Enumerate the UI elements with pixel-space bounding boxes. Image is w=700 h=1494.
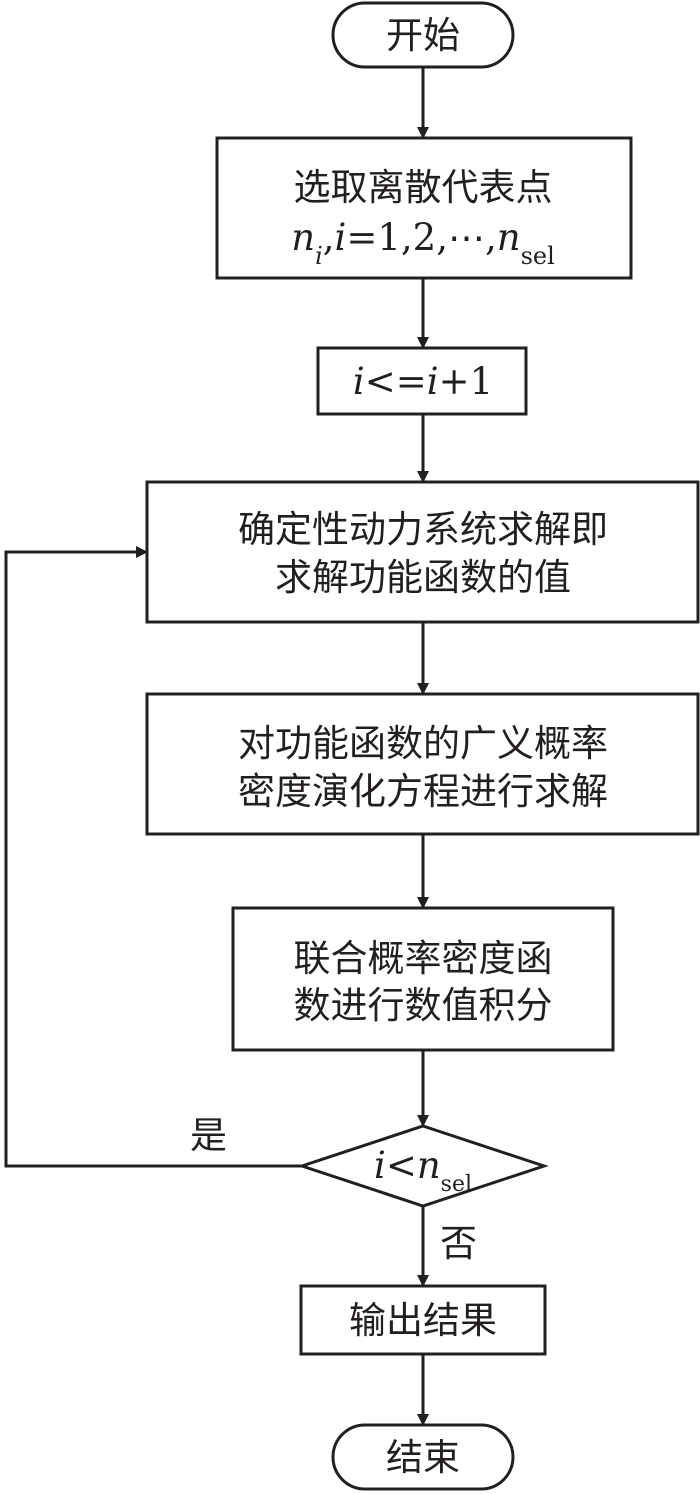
formula-n2: n (497, 216, 521, 259)
end-label: 结束 (386, 1436, 460, 1479)
increment-label: i<=i+1 (353, 360, 493, 403)
solve-gdee-line1: 对功能函数的广义概率 (238, 722, 608, 765)
solve-gdee-line2: 密度演化方程进行求解 (238, 770, 608, 813)
integrate-line2: 数进行数值积分 (294, 984, 553, 1027)
output-label: 输出结果 (349, 1299, 497, 1342)
decision-node: i<nsel (297, 1124, 549, 1208)
formula-i-sub: i (315, 242, 323, 270)
formula-range: =1,2,⋯, (346, 216, 496, 259)
start-node: 开始 (331, 1, 515, 69)
formula-i: i (335, 216, 347, 259)
inc-i2: i (427, 360, 439, 403)
solve-system-line2: 求解功能函数的值 (275, 556, 571, 599)
formula-sel-sub: sel (521, 242, 555, 270)
select-points-node: 选取离散代表点 ni,i=1,2,⋯,nsel (215, 136, 633, 280)
integrate-line1: 联合概率密度函 (294, 937, 553, 980)
dec-sel-sub: sel (441, 1172, 472, 1197)
inc-i1: i (353, 360, 365, 403)
inc-op: <= (365, 360, 427, 403)
decision-label: i<nsel (374, 1144, 472, 1197)
dec-i: i (374, 1144, 386, 1187)
no-label: 否 (440, 1222, 477, 1265)
select-points-formula: ni,i=1,2,⋯,nsel (291, 216, 555, 270)
start-label: 开始 (386, 14, 460, 57)
edge-loop-yes (4, 546, 302, 1168)
dec-lt: < (386, 1144, 417, 1187)
solve-system-node: 确定性动力系统求解即 求解功能函数的值 (145, 480, 700, 624)
yes-label: 是 (190, 1114, 227, 1157)
formula-n: n (291, 216, 315, 259)
solve-system-line1: 确定性动力系统求解即 (238, 508, 608, 551)
inc-plus: +1 (439, 360, 494, 403)
output-node: 输出结果 (299, 1284, 547, 1356)
formula-sep: , (323, 216, 335, 259)
solve-gdee-node: 对功能函数的广义概率 密度演化方程进行求解 (145, 692, 700, 836)
dec-n: n (417, 1144, 441, 1187)
end-node: 结束 (331, 1423, 515, 1491)
integrate-node: 联合概率密度函 数进行数值积分 (231, 906, 615, 1052)
select-points-line1: 选取离散代表点 (294, 166, 553, 209)
increment-node: i<=i+1 (316, 346, 528, 416)
